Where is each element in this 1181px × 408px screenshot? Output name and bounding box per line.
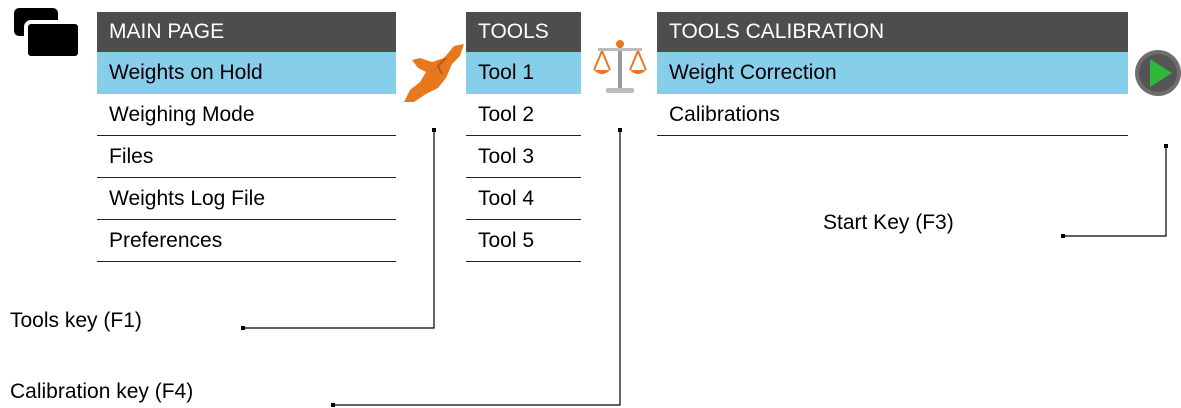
menu-item-files[interactable]: Files: [97, 136, 396, 178]
menu-item-tool-2[interactable]: Tool 2: [466, 94, 581, 136]
calibration-menu-title: TOOLS CALIBRATION: [657, 12, 1128, 52]
calibration-menu: TOOLS CALIBRATION Weight Correction Cali…: [657, 12, 1128, 136]
menu-item-preferences[interactable]: Preferences: [97, 220, 396, 262]
menu-item-tool-3[interactable]: Tool 3: [466, 136, 581, 178]
menu-item-tool-4[interactable]: Tool 4: [466, 178, 581, 220]
start-key-leader: [1063, 146, 1167, 237]
menu-item-weights-on-hold[interactable]: Weights on Hold: [97, 52, 396, 94]
tools-menu: TOOLS Tool 1 Tool 2 Tool 3 Tool 4 Tool 5: [466, 12, 581, 262]
tools-menu-title: TOOLS: [466, 12, 581, 52]
wrench-hand-icon[interactable]: [398, 36, 468, 108]
calibration-key-leader: [333, 130, 621, 406]
windows-icon[interactable]: [12, 6, 84, 62]
tools-key-leader: [243, 130, 435, 329]
menu-item-tool-1[interactable]: Tool 1: [466, 52, 581, 94]
main-menu: MAIN PAGE Weights on Hold Weighing Mode …: [97, 12, 396, 262]
main-menu-title: MAIN PAGE: [97, 12, 396, 52]
menu-item-calibrations[interactable]: Calibrations: [657, 94, 1128, 136]
menu-item-weight-correction[interactable]: Weight Correction: [657, 52, 1128, 94]
start-key-label: Start Key (F3): [823, 211, 954, 234]
menu-item-weighing-mode[interactable]: Weighing Mode: [97, 94, 396, 136]
balance-scale-icon[interactable]: [592, 38, 648, 100]
menu-item-tool-5[interactable]: Tool 5: [466, 220, 581, 262]
play-icon[interactable]: [1134, 47, 1181, 99]
tools-key-label: Tools key (F1): [10, 309, 142, 332]
calibration-key-label: Calibration key (F4): [10, 380, 194, 403]
menu-item-weights-log-file[interactable]: Weights Log File: [97, 178, 396, 220]
